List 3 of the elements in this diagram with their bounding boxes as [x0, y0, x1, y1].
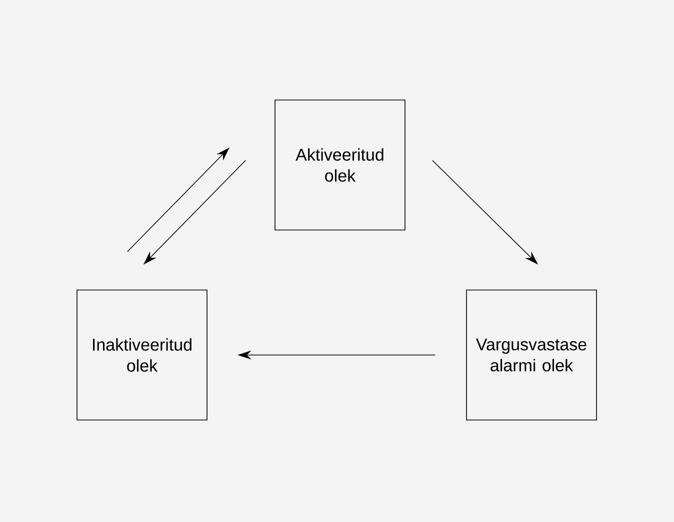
state-box: Aktiveeritud olek [274, 100, 406, 230]
state-box: Vargusvastase alarmi olek [466, 290, 597, 420]
state-box: Inaktiveeritud olek [76, 290, 208, 420]
